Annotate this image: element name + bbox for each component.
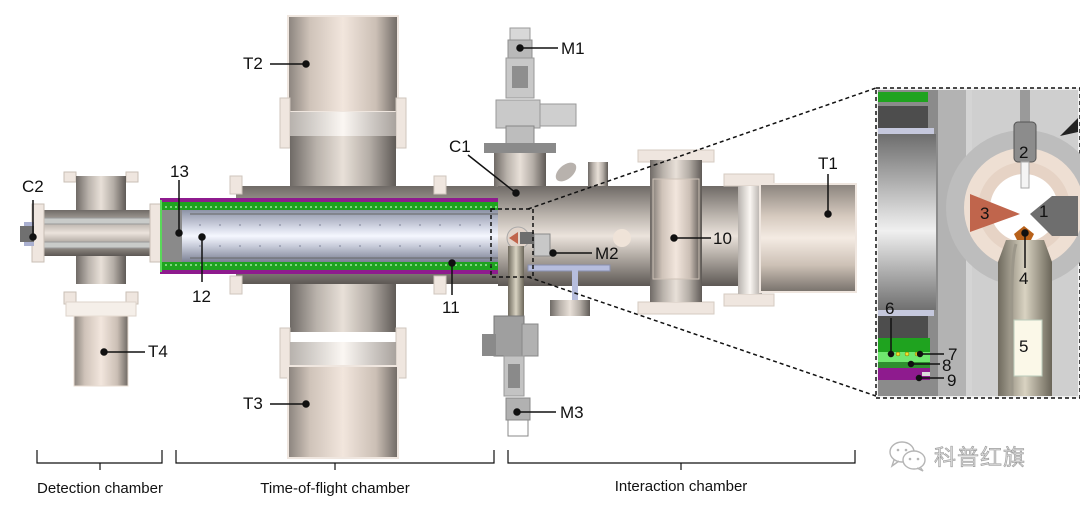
inset-label-7: 7 [948,345,958,364]
label-t3: T3 [243,394,263,413]
label-t2: T2 [243,54,263,73]
label-c2: C2 [22,177,44,196]
zoom-region-box [490,208,534,278]
inset-label-4: 4 [1019,269,1029,288]
section-label-interaction: Interaction chamber [614,478,748,495]
label-t4: T4 [148,342,168,361]
inset-ion-source [875,87,1080,399]
label-10: 10 [713,229,732,248]
section-brackets [36,450,856,470]
tof-chamber [160,15,500,459]
manipulator-m2 [533,233,551,257]
bracket-detection [36,450,163,464]
label-c1: C1 [449,137,471,156]
turbo-pump-t4 [73,315,129,387]
watermark: 科普红旗 [888,440,1026,472]
inset-label-1: 1 [1039,202,1049,221]
label-t1: T1 [818,154,838,173]
manipulator-m1 [484,27,577,187]
turbo-pump-t3 [279,284,407,459]
inset-label-5: 5 [1019,337,1029,356]
label-m2: M2 [595,244,619,263]
inset-label-6: 6 [885,299,895,318]
inset-label-3: 3 [980,204,990,223]
turbo-pump-t2 [279,15,407,186]
label-m3: M3 [560,403,584,422]
tof-tube-dots [199,224,481,247]
detection-chamber [20,171,163,387]
label-11: 11 [442,298,460,317]
interaction-chamber [482,27,877,437]
label-m1: M1 [561,39,585,58]
inset-label-8: 8 [942,356,952,375]
label-12: 12 [192,287,211,306]
section-label-tof: Time-of-flight chamber [260,480,410,497]
cross-10 [637,149,715,315]
turbo-pump-t1 [723,173,857,307]
wechat-icon [889,441,926,472]
inset-label-2: 2 [1019,143,1029,162]
bracket-interaction [507,450,856,464]
label-13: 13 [170,162,189,181]
section-label-detection: Detection chamber [37,480,163,497]
inset-label-9: 9 [947,371,957,390]
manipulator-m3 [482,315,539,437]
leader-lines [29,44,1029,416]
watermark-text: 科普红旗 [934,446,1027,472]
